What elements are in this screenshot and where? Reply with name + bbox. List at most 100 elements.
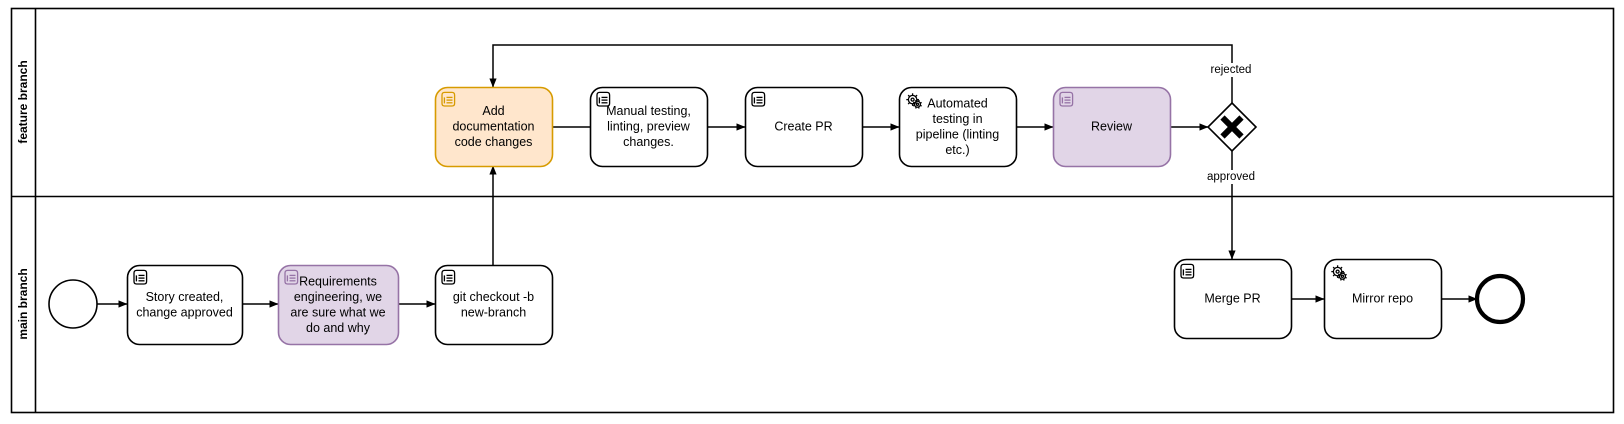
gear-tooth-2-6: [917, 99, 920, 102]
node-end-event[interactable]: [1474, 273, 1526, 325]
task-box-automated-testing[interactable]: [898, 86, 1018, 168]
task-label-story-created: change approved: [136, 305, 233, 319]
gear-tooth-1-3: [907, 102, 911, 105]
task-label-review: Review: [1091, 120, 1133, 134]
gateway-x-icon: [1220, 115, 1244, 139]
hand-outline: [596, 91, 611, 107]
gear-inner-1: [1335, 269, 1340, 274]
task-box-requirements-engineering[interactable]: [277, 264, 400, 346]
gear-tooth-2-5: [915, 99, 917, 102]
manual-task-hand-icon: [441, 91, 456, 107]
gear-tooth-2-2: [915, 106, 917, 109]
gear-tooth-1-5: [907, 94, 911, 98]
start-event-circle[interactable]: [48, 279, 98, 329]
hand-outline: [1059, 91, 1074, 107]
gear-tooth-2-5: [1340, 271, 1342, 274]
gear-outer-2: [1338, 272, 1347, 280]
task-label-merge-pr: Merge PR: [1204, 292, 1260, 306]
node-start-event[interactable]: [48, 279, 98, 329]
task-box-git-checkout[interactable]: [434, 264, 554, 346]
task-label-git-checkout: git checkout -b: [453, 290, 534, 304]
flow-label-halo: [1204, 170, 1258, 184]
gear-tooth-2-3: [1337, 276, 1340, 279]
gear-tooth-2-3: [912, 104, 915, 107]
task-label-manual-testing: linting, preview: [607, 120, 691, 134]
service-task-gear-icon: [906, 93, 922, 109]
task-label-requirements-engineering: do and why: [306, 321, 371, 335]
gear-tooth-1-3: [1332, 274, 1336, 277]
task-label-manual-testing: changes.: [623, 135, 674, 149]
manual-task-hand-icon: [596, 91, 611, 107]
task-box-manual-testing[interactable]: [589, 86, 709, 168]
gear-tooth-1-7: [915, 94, 918, 98]
task-box-merge-pr[interactable]: [1173, 258, 1293, 340]
hand-outline: [284, 269, 299, 285]
manual-task-hand-icon: [1059, 91, 1074, 107]
task-label-git-checkout: new-branch: [461, 305, 526, 319]
gear-inner-2: [915, 102, 920, 106]
task-label-requirements-engineering: are sure what we: [290, 305, 385, 319]
end-event-circle[interactable]: [1474, 273, 1526, 325]
gear-tooth-2-1: [1342, 278, 1345, 281]
task-label-add-documentation: code changes: [455, 135, 533, 149]
gear-tooth-1-7: [1340, 266, 1343, 270]
gear-tooth-2-4: [912, 101, 915, 104]
task-label-create-pr: Create PR: [774, 120, 832, 134]
gear-tooth-2-0: [919, 104, 922, 107]
flow-label-rejected: rejected: [1211, 64, 1252, 76]
gear-tooth-2-4: [1337, 273, 1340, 276]
lane-label-feature: feature branch: [16, 60, 30, 143]
task-label-automated-testing: pipeline (linting: [916, 127, 999, 141]
node-merge-pr[interactable]: Merge PR: [1173, 258, 1293, 340]
sequence-flow-f11: approved: [1204, 151, 1258, 260]
pool-border: [10, 7, 1615, 414]
service-task-gear-icon: [1331, 265, 1347, 281]
pool: feature branch main branch: [10, 7, 1615, 414]
task-label-mirror-repo: Mirror repo: [1352, 292, 1413, 306]
gear-inner-1: [910, 97, 915, 102]
sequence-flow-layer: rejected approved: [97, 44, 1478, 308]
hand-outline: [133, 269, 148, 285]
task-label-automated-testing: Automated: [927, 96, 988, 110]
manual-task-hand-icon: [441, 269, 456, 285]
task-label-requirements-engineering: Requirements: [299, 274, 377, 288]
task-box-create-pr[interactable]: [744, 86, 864, 168]
gear-tooth-2-2: [1340, 278, 1342, 281]
task-label-story-created: Story created,: [146, 290, 224, 304]
hand-outline: [1180, 263, 1195, 279]
node-review[interactable]: Review: [1052, 86, 1172, 168]
node-mirror-repo[interactable]: Mirror repo: [1323, 258, 1443, 340]
flow-label-halo: [1206, 63, 1256, 77]
task-box-review[interactable]: [1052, 86, 1172, 168]
gear-tooth-2-7: [1344, 273, 1347, 276]
manual-task-hand-icon: [133, 269, 148, 285]
node-review-gateway[interactable]: [1206, 101, 1258, 153]
manual-task-hand-icon: [284, 269, 299, 285]
gear-inner-2: [1340, 274, 1345, 278]
task-box-mirror-repo[interactable]: [1323, 258, 1443, 340]
task-label-automated-testing: testing in: [932, 112, 982, 126]
gear-tooth-2-6: [1342, 271, 1345, 274]
manual-task-hand-icon: [1180, 263, 1195, 279]
sequence-flow-f10: rejected: [489, 44, 1256, 103]
hand-outline: [751, 91, 766, 107]
gear-tooth-2-1: [917, 106, 920, 109]
gear-tooth-2-0: [1344, 276, 1347, 279]
task-label-requirements-engineering: engineering, we: [294, 290, 382, 304]
manual-task-hand-icon: [751, 91, 766, 107]
task-box-add-documentation[interactable]: [434, 86, 554, 168]
task-label-add-documentation: documentation: [452, 120, 534, 134]
hand-outline: [441, 91, 456, 107]
task-label-manual-testing: Manual testing,: [606, 104, 691, 118]
lane-label-main: main branch: [16, 268, 30, 339]
task-box-story-created[interactable]: [126, 264, 244, 346]
task-label-add-documentation: Add: [482, 104, 504, 118]
node-create-pr[interactable]: Create PR: [744, 86, 864, 168]
node-story-created[interactable]: Story created,change approved: [126, 264, 244, 346]
